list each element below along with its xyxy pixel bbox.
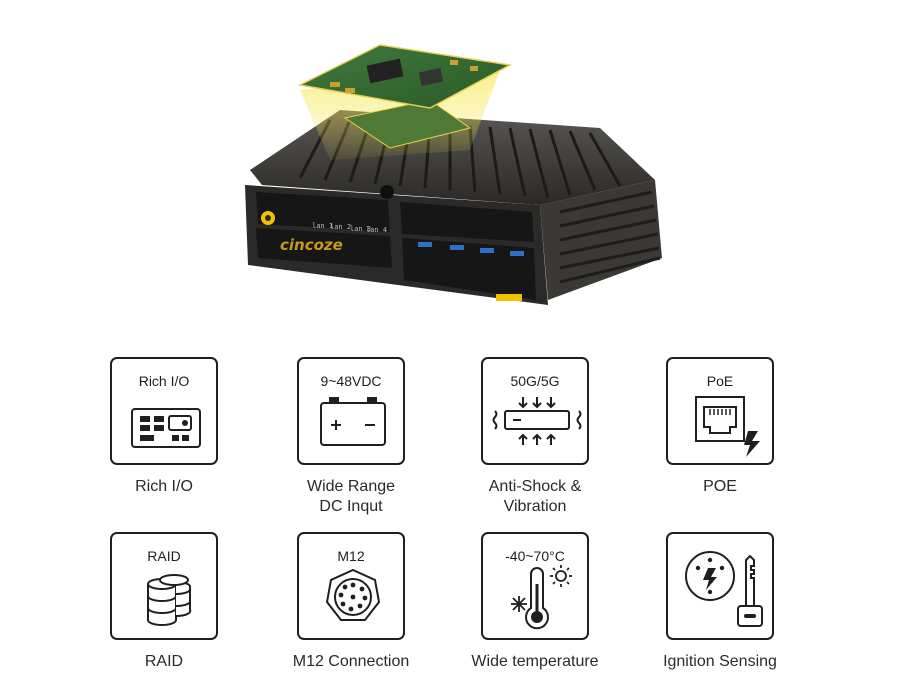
icon-title: PoE [706, 373, 734, 389]
brand-logo: cincoze [280, 236, 343, 254]
feature-caption: Wide temperature [471, 653, 599, 670]
shock-vibration-icon [492, 397, 582, 445]
feature-card: 9~48VDC [297, 357, 405, 465]
icon-title: Rich I/O [138, 373, 190, 389]
feature-caption: RAID [144, 653, 184, 670]
feature-caption: Rich I/O [135, 478, 193, 495]
svg-text:lan 3: lan 3 [350, 225, 371, 233]
feature-caption: POE [703, 478, 737, 495]
m12-connector-icon [325, 568, 381, 621]
feature-card: PoE [666, 357, 774, 465]
sun-icon [550, 565, 572, 587]
icon-title: -40~70°C [505, 548, 565, 564]
svg-text:lan 1: lan 1 [312, 222, 333, 230]
feature-card [666, 532, 774, 640]
product-hero: cincoze lan 1 lan 2 lan 3 lan 4 [0, 0, 900, 340]
database-stack-icon [147, 574, 192, 626]
feature-caption: M12 Connection [292, 653, 410, 670]
icon-title: RAID [147, 548, 181, 564]
feature-card: Rich I/O [110, 357, 218, 465]
embedded-pc-image: cincoze lan 1 lan 2 lan 3 lan 4 [245, 44, 662, 305]
usb-ports [418, 242, 524, 256]
lightning-icon [744, 431, 760, 457]
icon-title: 9~48VDC [320, 373, 382, 389]
feature-card: M12 [297, 532, 405, 640]
feature-card: 50G/5G [481, 357, 589, 465]
icon-title: M12 [337, 548, 365, 564]
battery-icon [320, 397, 386, 446]
feature-caption: Ignition Sensing [663, 653, 777, 670]
svg-text:lan 4: lan 4 [366, 226, 387, 234]
ethernet-port-icon [695, 396, 760, 457]
svg-text:lan 2: lan 2 [330, 223, 351, 231]
feature-card: RAID [110, 532, 218, 640]
snowflake-icon [511, 596, 527, 612]
thermometer-icon [511, 565, 572, 630]
feature-card: -40~70°C [481, 532, 589, 640]
icon-title: 50G/5G [510, 373, 560, 389]
feature-caption: Anti-Shock & Vibration [488, 478, 582, 515]
io-panel-icon [131, 408, 201, 448]
feature-caption: Wide Range DC Inqut [306, 478, 396, 515]
ignition-key-icon [685, 551, 763, 627]
